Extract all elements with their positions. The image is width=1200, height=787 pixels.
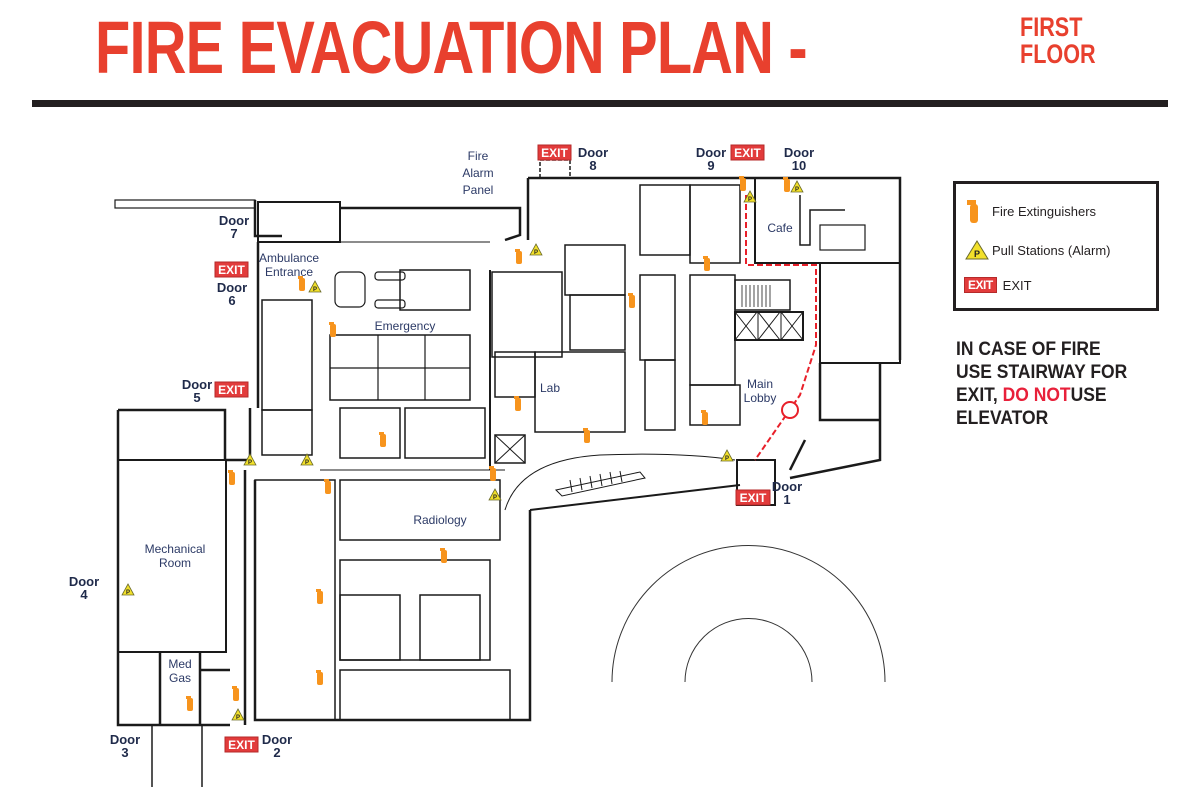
label-radiology: Radiology <box>413 513 466 527</box>
label-med-gas: Med <box>168 657 191 671</box>
drop-off-drive <box>611 545 886 683</box>
evacuation-route <box>745 195 817 461</box>
you-are-here-marker <box>781 401 799 419</box>
title-text: FIRE EVACUATION PLAN - <box>95 6 808 89</box>
label-mechanical-room-2: Room <box>159 556 191 570</box>
warning-line-1: IN CASE OF FIRE <box>956 339 1101 360</box>
door-3-number: 3 <box>121 745 128 760</box>
label-med-gas-2: Gas <box>169 671 191 685</box>
map-exit-signs: EXIT EXIT EXIT EXIT EXIT EXIT <box>214 144 771 753</box>
exit-sign-door9: EXIT <box>734 146 761 160</box>
svg-text:P: P <box>974 249 980 259</box>
label-ambulance-entrance: Ambulance <box>259 251 319 265</box>
door-4-label: Door <box>69 574 99 589</box>
door-1-number: 1 <box>783 492 790 507</box>
label-lab: Lab <box>540 381 560 395</box>
label-fire-alarm-panel: Fire <box>468 149 489 163</box>
door-7-label: Door <box>219 213 249 228</box>
door-labels: Door 1 Door 2 Door 3 Door 4 Door 5 Door … <box>69 145 814 760</box>
floor-subtitle-line1: FIRST <box>1020 12 1083 42</box>
label-ambulance-entrance-2: Entrance <box>265 265 313 279</box>
floor-subtitle-line2: FLOOR <box>1020 39 1096 69</box>
exit-sign-door1: EXIT <box>740 491 767 505</box>
label-cafe: Cafe <box>767 221 793 235</box>
floor-plan: P <box>69 144 902 787</box>
door-2-number: 2 <box>273 745 280 760</box>
door-1-label: Door <box>772 479 802 494</box>
warning-line-3: EXIT, DO NOTUSE <box>956 384 1127 407</box>
label-emergency: Emergency <box>375 319 436 333</box>
door-10-number: 10 <box>792 158 806 173</box>
legend-label-pull-station: Pull Stations (Alarm) <box>992 242 1111 258</box>
header-divider <box>32 100 1168 107</box>
warning-do-not: DO NOT <box>1002 385 1071 406</box>
door-5-label: Door <box>182 377 212 392</box>
floor-subtitle: FIRST FLOOR <box>1020 14 1096 68</box>
warning-line-3-suffix: USE <box>1070 385 1107 406</box>
door-6-number: 6 <box>228 293 235 308</box>
door-9-number: 9 <box>707 158 714 173</box>
door-7-number: 7 <box>230 226 237 241</box>
fire-extinguisher-icon <box>967 200 978 223</box>
page-title: FIRE EVACUATION PLAN - <box>95 8 1008 88</box>
label-main-lobby: Main <box>747 377 773 391</box>
door-10-label: Door <box>784 145 814 160</box>
label-fire-alarm-panel-3: Panel <box>463 183 494 197</box>
exit-sign-door6: EXIT <box>218 263 245 277</box>
door-2-label: Door <box>262 732 292 747</box>
legend-label-exit: EXIT <box>1002 277 1032 293</box>
door-8-label: Door <box>578 145 608 160</box>
building-walls <box>114 159 902 787</box>
door-5-number: 5 <box>193 390 200 405</box>
door-6-label: Door <box>217 280 247 295</box>
door-9-label: Door <box>696 145 726 160</box>
exit-sign-door2: EXIT <box>228 738 255 752</box>
legend-item-exit: EXIT EXIT <box>964 277 1032 293</box>
room-labels: Fire Alarm Panel Ambulance Entrance Emer… <box>145 149 793 685</box>
legend-item-extinguisher: Fire Extinguishers <box>964 198 1096 224</box>
pull-station-icon: P <box>965 240 989 260</box>
exit-sign-door5: EXIT <box>218 383 245 397</box>
legend: Fire Extinguishers P Pull Stations (Alar… <box>953 181 1159 311</box>
door-3-label: Door <box>110 732 140 747</box>
label-main-lobby-2: Lobby <box>744 391 777 405</box>
legend-item-pull-station: P Pull Stations (Alarm) <box>964 239 1110 261</box>
elevator-warning: IN CASE OF FIRE USE STAIRWAY FOR EXIT, D… <box>956 338 1127 430</box>
door-8-number: 8 <box>589 158 596 173</box>
warning-line-4: ELEVATOR <box>956 408 1049 429</box>
exit-sign-icon: EXIT <box>964 277 997 293</box>
exit-sign-door8: EXIT <box>541 146 568 160</box>
label-mechanical-room: Mechanical <box>145 542 206 556</box>
legend-label-extinguisher: Fire Extinguishers <box>992 203 1097 219</box>
warning-line-2: USE STAIRWAY FOR <box>956 362 1128 383</box>
door-4-number: 4 <box>80 587 88 602</box>
warning-line-3-prefix: EXIT, <box>956 385 998 406</box>
label-fire-alarm-panel-2: Alarm <box>462 166 493 180</box>
